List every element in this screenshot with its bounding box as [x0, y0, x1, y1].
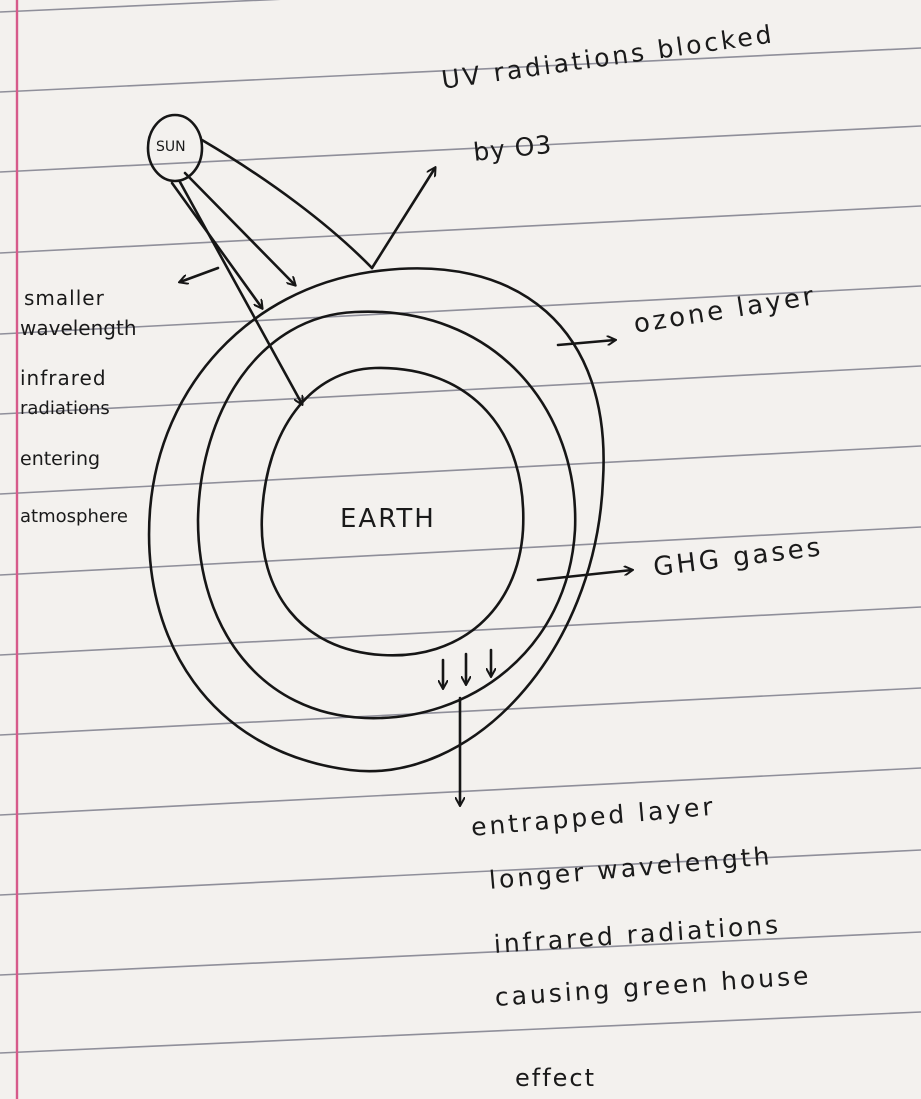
sun-ray-3 [180, 182, 302, 404]
earth-label: EARTH [340, 506, 436, 532]
left-note-line-1: smaller [24, 288, 105, 308]
left-note-line-6: atmosphere [20, 508, 128, 526]
left-note-line-3: infrared [20, 368, 107, 388]
sun-ray-1 [172, 183, 262, 308]
left-note-line-2: wavelength [20, 318, 137, 338]
ruled-lines [0, 0, 921, 1053]
uv-ray [202, 140, 372, 268]
uv-reflect-arrow [372, 168, 435, 268]
smaller-wavelength-arrow [180, 268, 218, 282]
sun-label: SUN [156, 140, 186, 154]
left-note-line-5: entering [20, 450, 100, 469]
left-note-line-4: radiations [20, 400, 110, 418]
ozone-pointer-arrow [558, 340, 615, 345]
bottom-note-line-5: effect [515, 1066, 596, 1090]
